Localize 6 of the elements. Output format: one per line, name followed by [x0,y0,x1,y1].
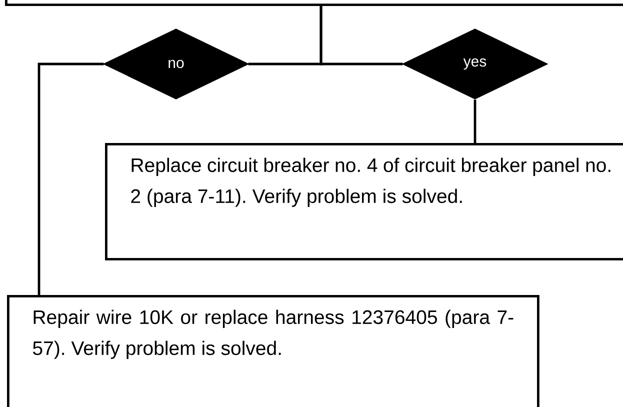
process-box: Repair wire 10K or replace harness 12376405 (para 7-57). Verify problem is solved. [7,295,540,407]
process-box: Replace circuit breaker no. 4 of circuit breaker panel no. 2 (para 7-11). Verify problem is solved. [105,143,623,260]
connector-line [320,6,403,66]
connector-line [474,100,476,143]
process-box [5,0,623,6]
connector-line [38,62,104,295]
